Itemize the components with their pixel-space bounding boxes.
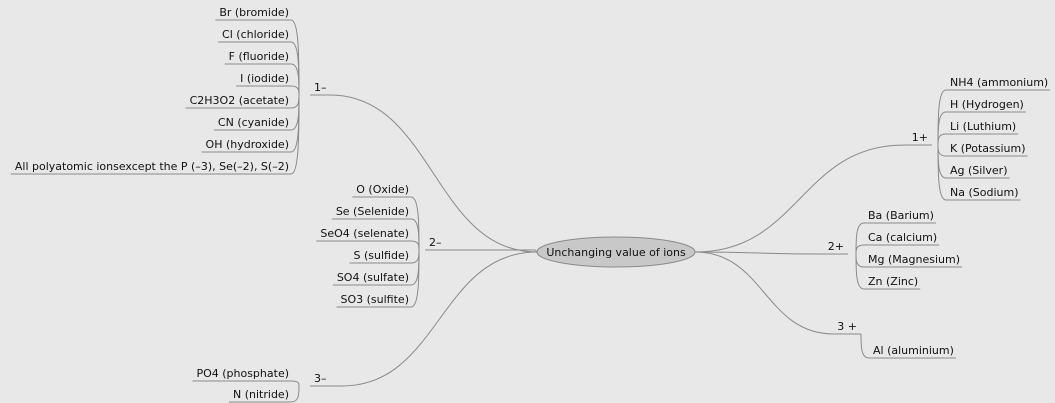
leaf-connector (290, 94, 300, 131)
leaf-label[interactable]: F (fluoride) (229, 50, 289, 63)
leaf-connector (855, 253, 865, 268)
leaf-connector (410, 240, 420, 251)
leaf-connector (410, 249, 420, 264)
edge-root-plus1 (694, 144, 906, 253)
leaf-label[interactable]: Br (bromide) (219, 6, 289, 19)
leaf-label[interactable]: C2H3O2 (acetate) (190, 94, 289, 107)
leaf-label[interactable]: OH (hydroxide) (206, 138, 289, 151)
leaf-label[interactable]: CN (cyanide) (218, 116, 289, 129)
leaf-label[interactable]: SO4 (sulfate) (337, 271, 409, 284)
leaf-connector (937, 133, 947, 146)
leaf-label[interactable]: Se (Selenide) (336, 205, 409, 218)
leaf-label[interactable]: K (Potassium) (950, 142, 1026, 155)
root-node-label[interactable]: Unchanging value of ions (546, 246, 686, 259)
root-node[interactable]: Unchanging value of ions (536, 236, 696, 268)
leaf-connector (937, 111, 947, 146)
leaf-connector (937, 144, 947, 179)
leaf-label[interactable]: Cl (chloride) (222, 28, 289, 41)
leaf-connector (855, 222, 865, 255)
leaf-label[interactable]: Mg (Magnesium) (868, 253, 960, 266)
branch-label-plus2[interactable]: 2+ (828, 240, 844, 253)
branch-label-plus1[interactable]: 1+ (912, 131, 928, 144)
leaf-connector (937, 144, 947, 201)
leaf-label[interactable]: NH4 (ammonium) (950, 76, 1048, 89)
branch-label-plus3[interactable]: 3 + (837, 320, 857, 333)
edge-root-minus1 (329, 94, 538, 253)
edges (10, 19, 1051, 403)
leaf-label[interactable]: I (iodide) (240, 72, 289, 85)
leaf-connector (860, 333, 870, 359)
leaf-label[interactable]: Li (Luthium) (950, 120, 1016, 133)
root-node-shape[interactable] (536, 236, 696, 268)
nodes: 1– Br (bromide) Cl (chloride) F (fluoride) I… (15, 6, 1048, 401)
leaf-connector (410, 218, 420, 251)
branch-label-minus2[interactable]: 2– (429, 236, 442, 249)
branch-label-minus3[interactable]: 3– (314, 372, 327, 385)
leaf-connector (410, 249, 420, 308)
leaf-label[interactable]: PO4 (phosphate) (196, 367, 289, 380)
leaf-label[interactable]: S (sulfide) (354, 249, 410, 262)
leaf-connector (290, 63, 300, 96)
leaf-connector (855, 244, 865, 255)
leaf-label[interactable]: Al (aluminium) (873, 344, 954, 357)
leaf-label[interactable]: All polyatomic ionsexcept the P (–3), Se… (15, 160, 289, 173)
leaf-label[interactable]: Ba (Barium) (868, 209, 934, 222)
branch-label-minus1[interactable]: 1– (314, 81, 327, 94)
leaf-label[interactable]: SeO4 (selenate) (320, 227, 409, 240)
leaf-label[interactable]: N (nitride) (233, 388, 289, 401)
leaf-label[interactable]: Zn (Zinc) (868, 275, 918, 288)
leaf-connector (410, 249, 420, 286)
leaf-connector (290, 85, 300, 96)
leaf-connector (937, 144, 947, 157)
leaf-connector (290, 94, 300, 109)
edge-root-minus3 (341, 251, 538, 387)
edge-root-plus2 (694, 251, 825, 255)
leaf-connector (290, 380, 300, 387)
leaf-label[interactable]: Ag (Silver) (950, 164, 1007, 177)
leaf-connector (855, 253, 865, 290)
leaf-label[interactable]: SO3 (sulfite) (341, 293, 410, 306)
leaf-connector (290, 94, 300, 175)
edge-root-plus3 (694, 251, 835, 335)
leaf-connector (290, 385, 300, 403)
leaf-label[interactable]: Ca (calcium) (868, 231, 937, 244)
leaf-label[interactable]: H (Hydrogen) (950, 98, 1024, 111)
leaf-label[interactable]: O (Oxide) (356, 183, 409, 196)
leaf-label[interactable]: Na (Sodium) (950, 186, 1019, 199)
